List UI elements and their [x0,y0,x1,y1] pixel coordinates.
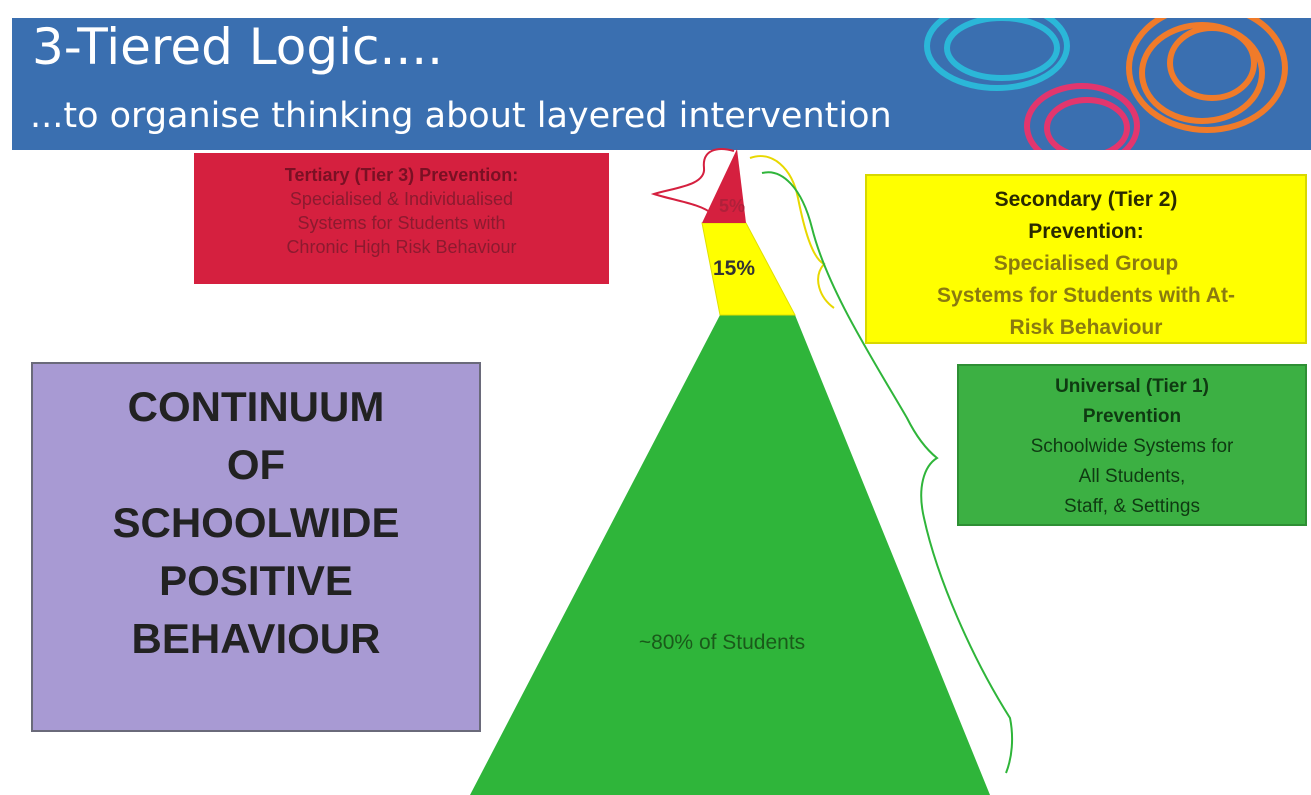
universal-line: Schoolwide Systems for [1030,436,1234,457]
tier2-connector [749,155,835,309]
tier1-brace [761,171,1014,774]
continuum-line: OF [226,441,286,488]
pyramid-tier-3 [702,149,746,223]
slide: 3-Tiered Logic.... ...to organise thinki… [12,18,1311,795]
tertiary-heading: Tertiary (Tier 3) Prevention: [284,165,519,185]
secondary-line: Specialised Group [993,252,1179,275]
secondary-heading: Secondary (Tier 2) [994,188,1178,211]
tier1-percent: ~80% of Students [638,631,806,654]
secondary-heading: Prevention: [1028,220,1144,243]
tertiary-line: Specialised & Individualised [289,189,514,209]
secondary-line: Systems for Students with At- [937,284,1235,307]
universal-line: All Students, [1078,466,1186,487]
secondary-line: Risk Behaviour [1009,316,1163,339]
continuum-box: CONTINUUM OF SCHOOLWIDE POSITIVE BEHAVIO… [31,362,481,732]
universal-heading: Universal (Tier 1) [1055,376,1209,397]
slide-subtitle: ...to organise thinking about layered in… [30,96,892,136]
tertiary-prevention-box: Tertiary (Tier 3) Prevention: Specialise… [194,153,609,284]
tertiary-line: Chronic High Risk Behaviour [286,237,517,257]
universal-heading: Prevention [1082,406,1182,427]
slide-title: 3-Tiered Logic.... [32,18,444,76]
universal-line: Staff, & Settings [1064,496,1200,517]
continuum-line: CONTINUUM [127,383,385,430]
tier2-percent: 15% [712,257,756,280]
pyramid-tier-1 [470,315,990,795]
continuum-line: POSITIVE [159,557,353,604]
slide-header: 3-Tiered Logic.... ...to organise thinki… [12,18,1311,150]
pyramid-diagram [470,148,1014,795]
continuum-line: BEHAVIOUR [131,615,381,662]
scribble-decoration [924,18,1288,150]
tier3-connector [650,148,735,215]
tier3-percent: 5% [718,196,745,216]
continuum-line: SCHOOLWIDE [112,499,400,546]
universal-prevention-box: Universal (Tier 1) Prevention Schoolwide… [957,364,1307,526]
secondary-prevention-box: Secondary (Tier 2) Prevention: Specialis… [865,174,1307,344]
tertiary-line: Systems for Students with [297,213,506,233]
